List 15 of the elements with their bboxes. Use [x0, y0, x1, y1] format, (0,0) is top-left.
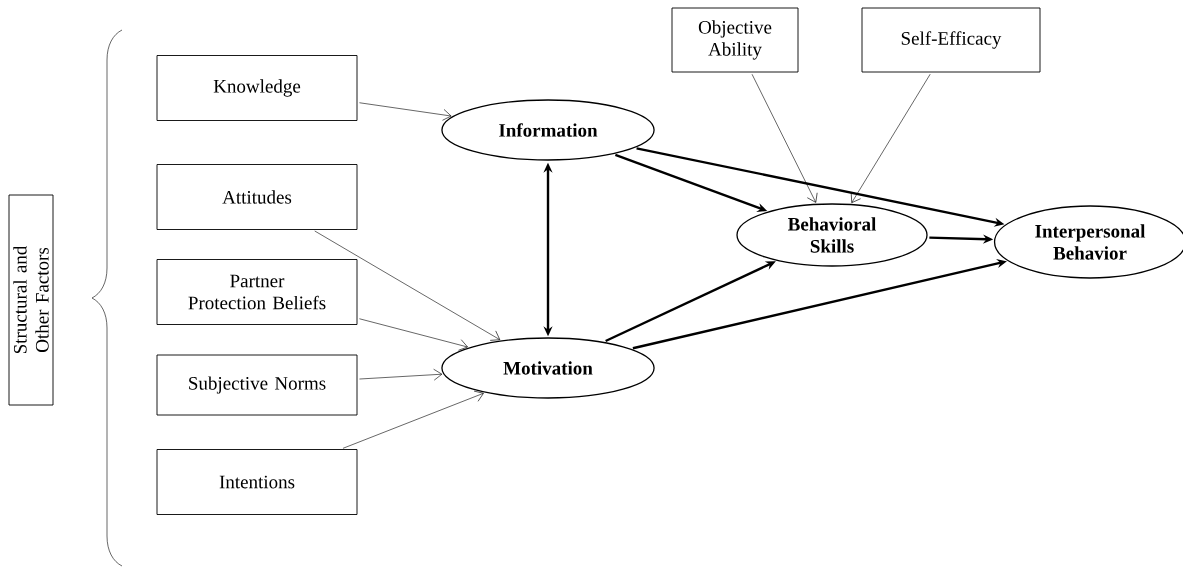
factor-box: Objective Ability — [671, 7, 799, 73]
factor-box: Self-Efficacy — [861, 7, 1041, 73]
arrow — [751, 73, 818, 203]
arrow — [359, 368, 443, 381]
factor-box: Structural and Other Factors — [8, 194, 54, 406]
arrow — [359, 318, 468, 351]
factor-box: Attitudes — [156, 164, 358, 230]
arrow — [314, 230, 501, 341]
factor-box: Intentions — [156, 449, 358, 515]
arrow — [342, 390, 484, 449]
factor-box: Partner Protection Beliefs — [156, 259, 358, 325]
arrow — [850, 73, 931, 203]
arrow — [359, 102, 452, 121]
factor-box: Subjective Norms — [156, 354, 358, 416]
factor-box: Knowledge — [156, 55, 358, 121]
